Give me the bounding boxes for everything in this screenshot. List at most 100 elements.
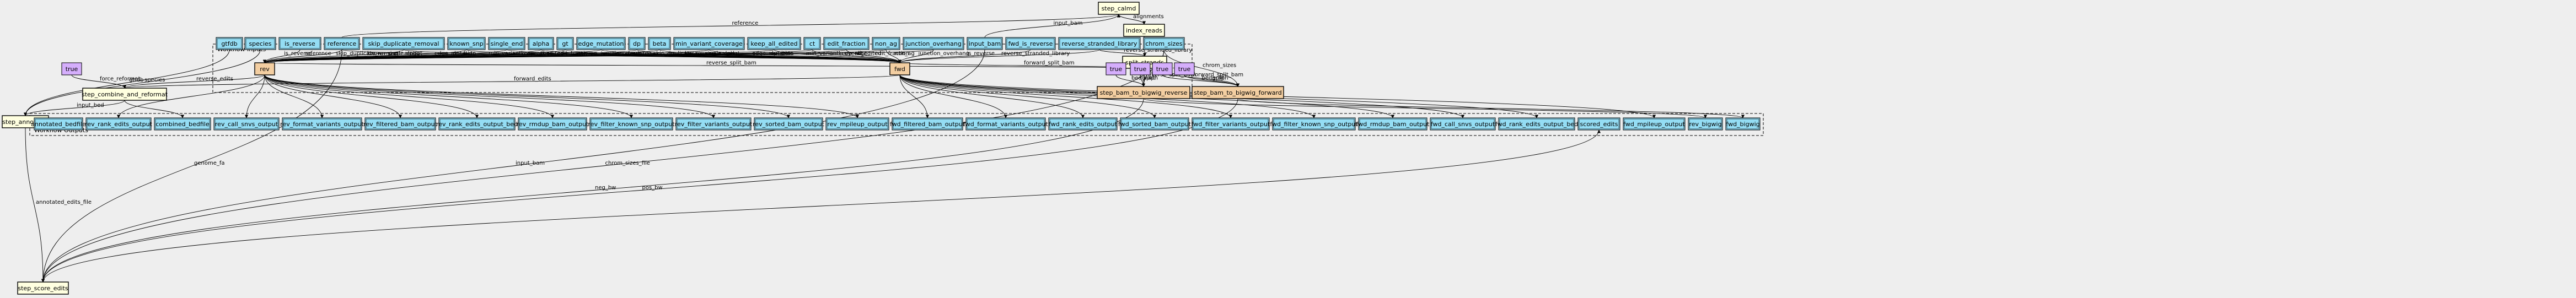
node-out-scored-edits[interactable]: scored_edits [1577,117,1620,131]
node-out-rev-rank-edits-output[interactable]: rev_rank_edits_output [85,117,153,131]
edge-label: edge_mutation [434,51,476,57]
node-in-species[interactable]: species [244,37,276,50]
edge-label: input_bam [1054,20,1083,26]
edge [264,74,479,118]
node-label: gt [562,40,568,47]
node-in-gt[interactable]: gt [556,37,574,50]
node-in-junction-overhang[interactable]: junction_overhang [903,37,964,50]
node-out-rev-rmdup-bam-output[interactable]: rev_rmdup_bam_output [517,117,589,131]
edge: beta [659,49,901,63]
node-out-fwd-call-snvs-output[interactable]: fwd_call_snvs_output [1430,117,1496,131]
node-out-fwd-rank-edits-output-bed[interactable]: fwd_rank_edits_output_bed [1495,117,1578,131]
edge-label: split [1144,75,1155,82]
node-in-dp[interactable]: dp [628,37,646,50]
node-in-fwd-is-reverse[interactable]: fwd_is_reverse [1005,37,1056,50]
node-out-fwd-rank-edits-output[interactable]: fwd_rank_edits_output [1048,117,1118,131]
node-label: rev_filtered_bam_output [363,121,438,128]
node-rev[interactable]: rev [254,62,275,75]
node-out-fwd-bigwig[interactable]: fwd_bigwig [1725,117,1761,131]
edge [264,74,402,118]
node-in-is-reverse[interactable]: is_reverse [278,37,321,50]
node-step-combine[interactable]: step_combine_and_reformat [82,88,168,101]
node-in-edit-fraction[interactable]: edit_fraction [823,37,870,50]
node-label: step_score_edits [18,285,68,292]
node-in-alpha[interactable]: alpha [528,37,554,50]
edge-label: edit_fraction [875,51,910,57]
node-true5[interactable]: true [1174,62,1195,75]
node-label: rev_bigwig [1689,121,1721,128]
node-in-edge-mutation[interactable]: edge_mutation [576,37,626,50]
node-in-chrom-sizes[interactable]: chrom_sizes [1143,37,1185,50]
edge-label: genome_fa [194,160,225,166]
node-out-fwd-filter-variants-output[interactable]: fwd_filter_variants_output [1192,117,1270,131]
node-step-bam-fwd[interactable]: step_bam_to_bigwig_forward [1192,86,1284,99]
node-in-skip-dup[interactable]: skip_duplicate_removal [362,37,445,50]
node-out-rev-format-variants-output[interactable]: rev_format_variants_output [280,117,364,131]
node-out-rev-sorted-bam-output[interactable]: rev_sorted_bam_output [753,117,825,131]
edge-label: force_reformat [100,76,141,82]
node-in-single-end[interactable]: single_end [488,37,525,50]
node-index-reads[interactable]: index_reads [1123,24,1165,37]
node-out-rev-filtered-bam-output[interactable]: rev_filtered_bam_output [363,117,438,131]
edge-label: forward_split_bam [1024,60,1075,66]
node-fwd[interactable]: fwd [889,62,910,75]
node-true2[interactable]: true [1105,62,1126,75]
edge-label: junction_overhang [918,51,969,57]
node-out-fwd-format-variants-output[interactable]: fwd_format_variants_output [963,117,1049,131]
node-out-rev-bigwig[interactable]: rev_bigwig [1688,117,1723,131]
node-true4[interactable]: true [1152,62,1173,75]
edge [264,74,716,118]
edge-label: reverse_split_bam [706,60,756,66]
node-out-annotated-bedfile[interactable]: annotated_bedfile [31,117,86,131]
node-step-bam-rev[interactable]: step_bam_to_bigwig_reverse [1097,86,1190,99]
node-in-reference[interactable]: reference [324,37,360,50]
node-out-rev-filter-variants-output[interactable]: rev_filter_variants_output [675,117,753,131]
node-out-rev-rank-edits-output-bed[interactable]: rev_rank_edits_output_bed [436,117,518,131]
node-label: fwd_filter_variants_output [1192,121,1270,128]
edge [116,74,265,118]
node-label: beta [653,40,667,47]
node-label: fwd_bigwig [1726,121,1759,128]
edge: reverse_stranded_library [898,49,1100,63]
node-in-rev-stranded-library[interactable]: reverse_stranded_library [1058,37,1141,50]
node-out-fwd-filter-known-snp-output[interactable]: fwd_filter_known_snp_output [1270,117,1358,131]
node-out-rev-filter-known-snp-output[interactable]: rev_filter_known_snp_output [588,117,675,131]
node-out-combined-bedfile[interactable]: combined_bedfile [154,117,211,131]
edge: is_reverse [262,49,312,63]
node-out-rev-mpileup-output[interactable]: rev_mpileup_output [825,117,889,131]
node-step-score-edits[interactable]: step_score_edits [17,281,69,295]
node-out-fwd-mpileup-output[interactable]: fwd_mpileup_output [1623,117,1686,131]
node-label: step_bam_to_bigwig_forward [1194,89,1282,96]
node-label: rev_filter_known_snp_output [588,121,675,128]
node-label: is_reverse [285,40,315,47]
edge-label: reverse_edits [196,76,233,82]
edge: forward_edits [123,74,900,89]
node-out-rev-call-snvs-output[interactable]: rev_call_snvs_output [213,117,280,131]
node-step-calmd[interactable]: step_calmd [1098,2,1140,15]
node-in-non-ag[interactable]: non_ag [872,37,900,50]
edge-label: gtfdb [129,77,143,83]
node-true3[interactable]: true [1130,62,1151,75]
edge [42,129,1601,283]
edge-label: chrom_sizes_file [605,160,650,166]
node-in-keep-all-edited[interactable]: keep_all_edited [747,37,801,50]
node-in-ct[interactable]: ct [803,37,821,50]
edge-label: pos_bw [642,185,663,191]
node-out-fwd-sorted-bam-output[interactable]: fwd_sorted_bam_output [1118,117,1192,131]
node-out-fwd-filtered-bam-output[interactable]: fwd_filtered_bam_output [890,117,965,131]
node-label: single_end [491,40,523,47]
edge: bedgraph [1162,74,1240,87]
edge: species [23,49,261,116]
node-in-known-snp[interactable]: known_snp [447,37,486,50]
node-in-beta[interactable]: beta [648,37,671,50]
edge-label: dp [453,51,460,57]
node-in-input-bam[interactable]: input_bam [967,37,1003,50]
node-in-min-var-cov[interactable]: min_variant_coverage [673,37,745,50]
node-out-fwd-rmdup-bam-output[interactable]: fwd_rmdup_bam_output [1356,117,1430,131]
edge-label: gt [417,51,422,57]
node-true1[interactable]: true [61,62,82,75]
edge: min_variant_coverage [709,49,901,63]
node-in-gtfdb[interactable]: gtfdb [216,37,243,50]
node-label: rev_rank_edits_output [85,121,152,128]
